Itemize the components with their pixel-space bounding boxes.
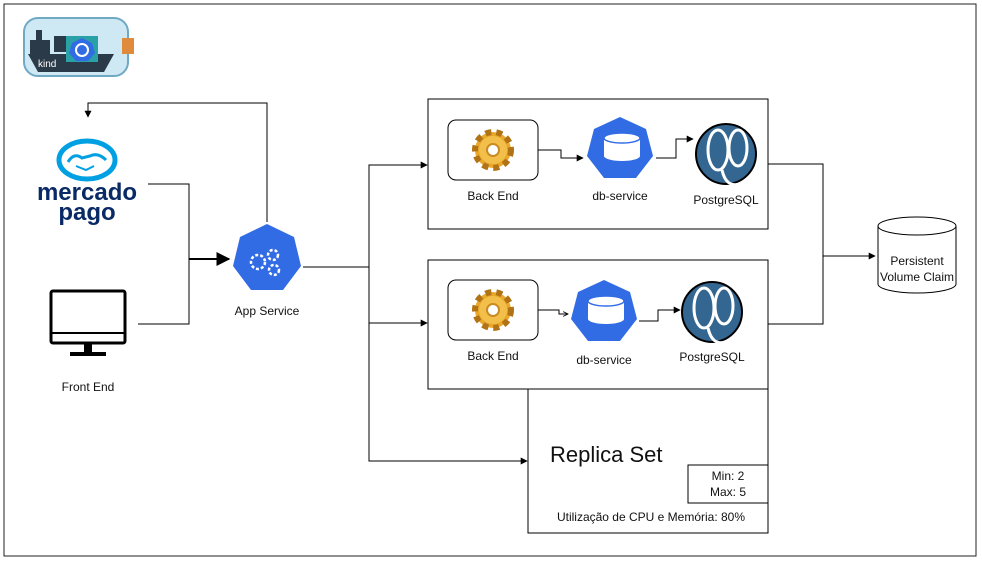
kind-logo-text: kind (38, 59, 56, 70)
edge-db2-to-pg2 (639, 306, 681, 322)
edge-pod1-to-pvc (768, 163, 824, 256)
pvc-label-line1: Persistent (890, 254, 944, 268)
pvc-cylinder-icon (877, 216, 957, 294)
edge-app-to-pod2 (368, 267, 428, 327)
monitor-icon (49, 289, 127, 356)
gear-icon (472, 129, 514, 171)
outer-border (3, 3, 977, 557)
replica-max-label: Max: 5 (710, 485, 746, 499)
edge-app-to-pod1 (303, 161, 428, 268)
edge-mercadopago-merge (148, 183, 190, 259)
app-service-label: App Service (235, 304, 300, 318)
replica-set-box (527, 384, 769, 534)
edge-app-to-replicaset (368, 323, 528, 465)
db-service-2-icon (571, 280, 637, 341)
replica-min-label: Min: 2 (712, 469, 745, 483)
postgresql-1-label: PostgreSQL (693, 193, 759, 207)
replica-set-title: Replica Set (550, 442, 663, 467)
edge-backend1-to-db1 (538, 149, 584, 162)
mercado-pago-text-line2: pago (58, 199, 115, 226)
app-service-icon (233, 224, 301, 290)
kind-logo: kind (23, 17, 134, 77)
edge-frontend-merge (138, 259, 190, 325)
pvc-label-line2: Volume Claim (880, 270, 954, 284)
backend-1-label: Back End (467, 189, 518, 203)
postgresql-2-icon (681, 281, 743, 345)
mercado-pago-logo: mercado pago (37, 138, 137, 226)
postgresql-2-label: PostgreSQL (679, 350, 745, 364)
mercado-pago-text-line1: mercado (37, 179, 137, 206)
postgresql-1-icon (695, 123, 757, 187)
gear-icon (472, 289, 514, 331)
db-service-2-label: db-service (576, 353, 632, 367)
edge-app-to-mercadopago (84, 102, 268, 222)
edge-backend2-to-db2 (538, 309, 568, 314)
front-end-label: Front End (62, 380, 115, 394)
replica-limits-box (687, 464, 769, 504)
db-service-1-label: db-service (592, 189, 648, 203)
edge-db1-to-pg1 (656, 135, 694, 159)
backend-2-label: Back End (467, 349, 518, 363)
db-service-1-icon (587, 117, 653, 178)
edge-pod2-to-pvc (768, 256, 824, 325)
replica-usage-label: Utilização de CPU e Memória: 80% (557, 510, 745, 524)
